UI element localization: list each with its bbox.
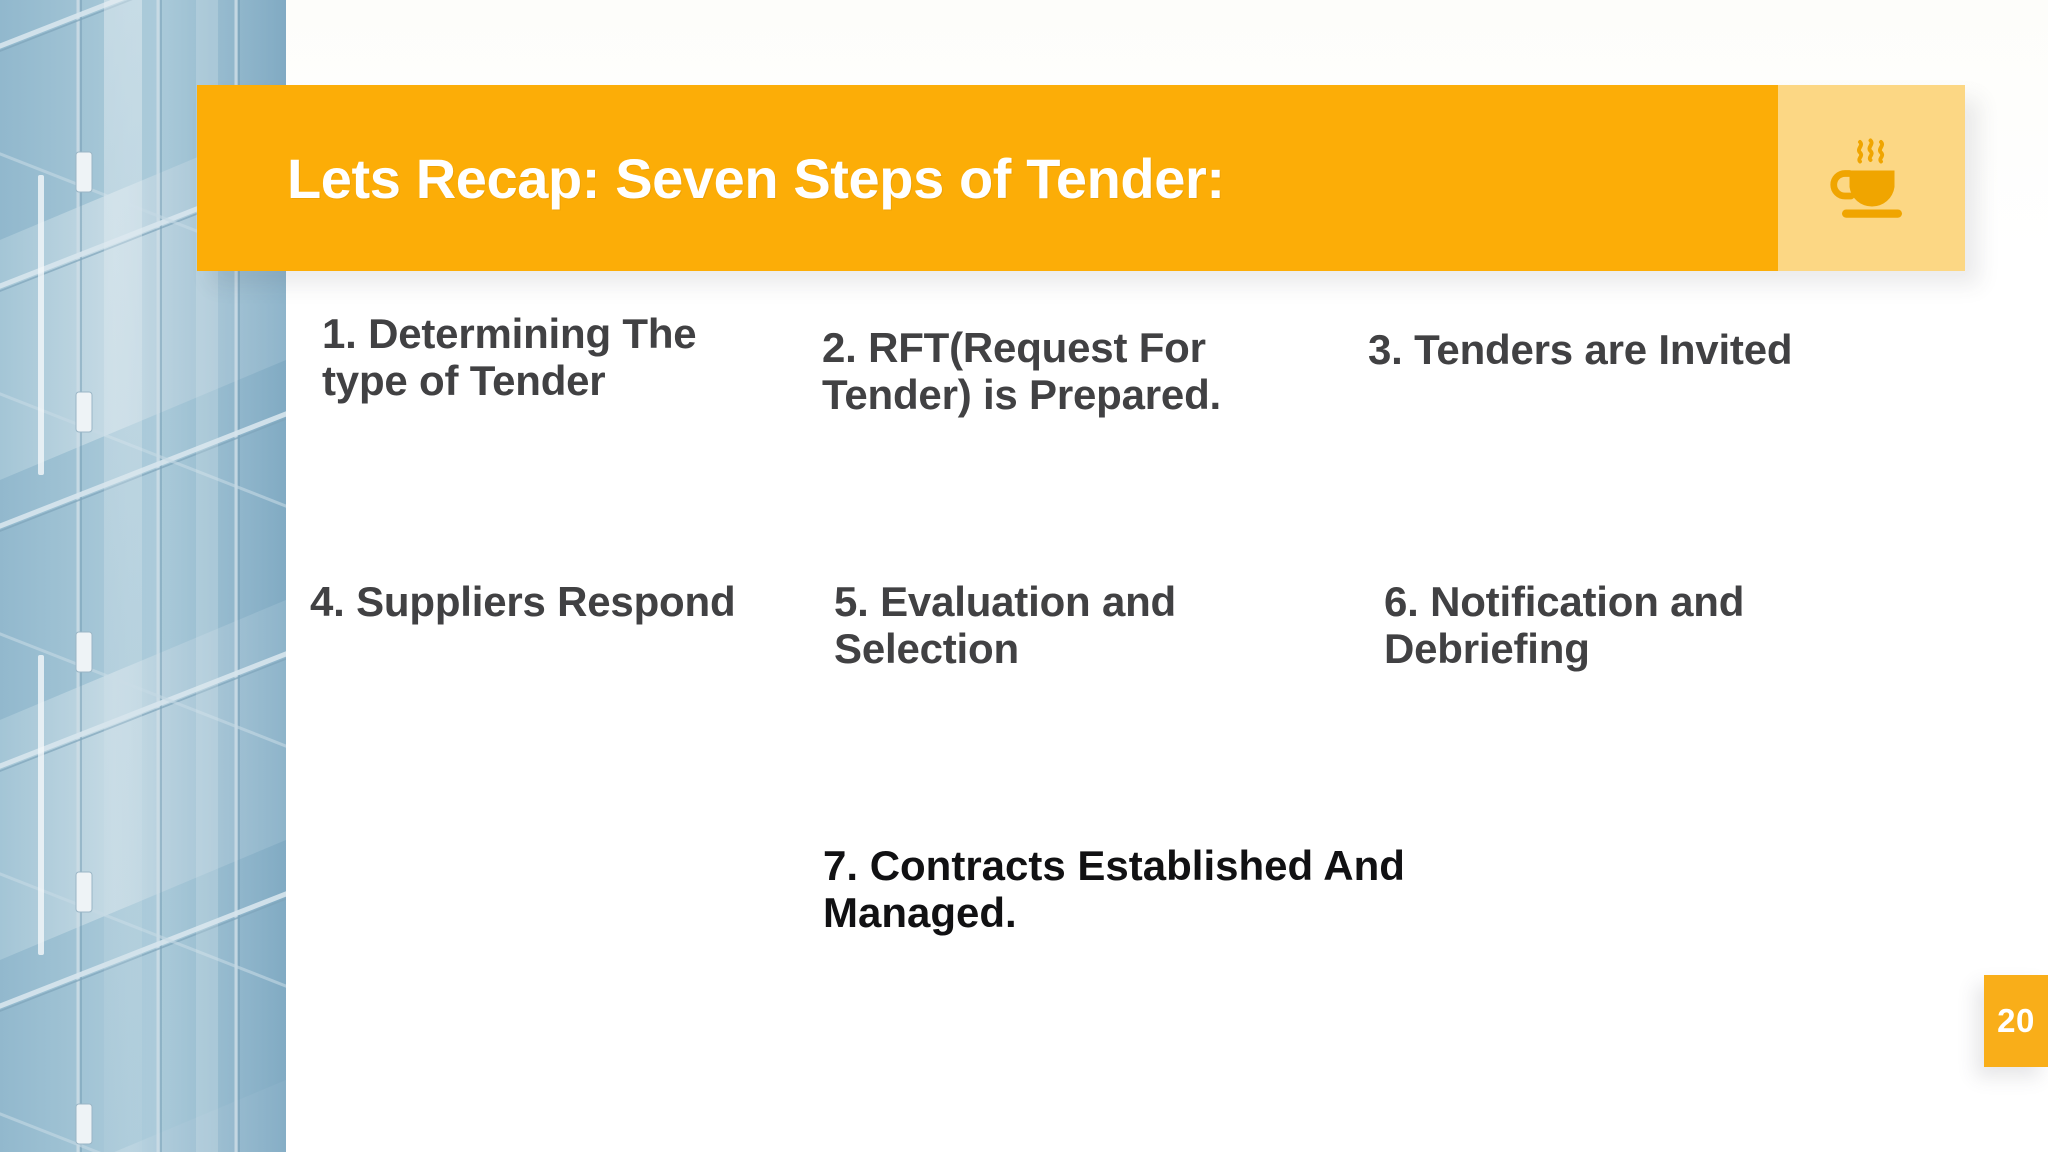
steps-list: 1. Determining The type of Tender 2. RFT… bbox=[286, 310, 2048, 1010]
step-item-4: 4. Suppliers Respond bbox=[310, 578, 736, 625]
steps-row-2: 4. Suppliers Respond 5. Evaluation and S… bbox=[286, 578, 2048, 672]
page-number-badge: 20 bbox=[1984, 975, 2048, 1067]
banner-icon-panel bbox=[1778, 85, 1965, 271]
header-banner: Lets Recap: Seven Steps of Tender: bbox=[197, 85, 1965, 271]
page-title: Lets Recap: Seven Steps of Tender: bbox=[287, 146, 1225, 210]
step-item-6: 6. Notification and Debriefing bbox=[1384, 578, 1745, 673]
step-item-3: 3. Tenders are Invited bbox=[1368, 326, 1793, 373]
step-item-2: 2. RFT(Request For Tender) is Prepared. bbox=[822, 324, 1222, 419]
step-item-5: 5. Evaluation and Selection bbox=[834, 578, 1177, 673]
step-item-7: 7. Contracts Established And Managed. bbox=[823, 842, 1405, 937]
banner-title-area: Lets Recap: Seven Steps of Tender: bbox=[197, 85, 1778, 271]
steps-row-1: 1. Determining The type of Tender 2. RFT… bbox=[286, 310, 2048, 418]
coffee-cup-icon bbox=[1829, 138, 1902, 218]
page-number-label: 20 bbox=[1997, 1002, 2035, 1039]
step-item-1: 1. Determining The type of Tender bbox=[322, 310, 697, 405]
